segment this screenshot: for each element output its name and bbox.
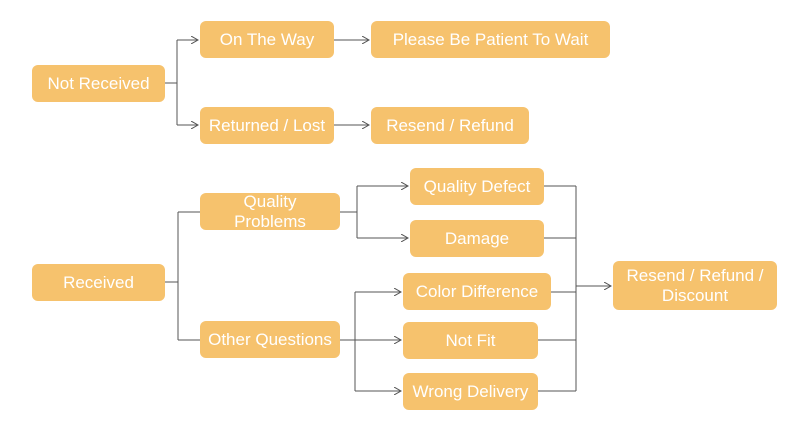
node-received: Received: [32, 264, 165, 301]
node-color-difference: Color Difference: [403, 273, 551, 310]
connector-other-questions: [340, 292, 356, 391]
connector-received: [165, 211, 200, 341]
connector-not-received: [165, 40, 178, 125]
node-quality-defect: Quality Defect: [410, 168, 544, 205]
node-please-be-patient-to-wait: Please Be Patient To Wait: [371, 21, 610, 58]
node-resend-refund: Resend / Refund: [371, 107, 529, 144]
node-resend-refund-discount: Resend / Refund / Discount: [613, 261, 777, 310]
node-not-received: Not Received: [32, 65, 165, 102]
node-returned-lost: Returned / Lost: [200, 107, 334, 144]
node-wrong-delivery: Wrong Delivery: [403, 373, 538, 410]
node-damage: Damage: [410, 220, 544, 257]
connector-quality-problems: [340, 186, 358, 238]
connector-merge: [538, 185, 577, 392]
node-not-fit: Not Fit: [403, 322, 538, 359]
node-other-questions: Other Questions: [200, 321, 340, 358]
node-on-the-way: On The Way: [200, 21, 334, 58]
node-quality-problems: Quality Problems: [200, 192, 340, 231]
